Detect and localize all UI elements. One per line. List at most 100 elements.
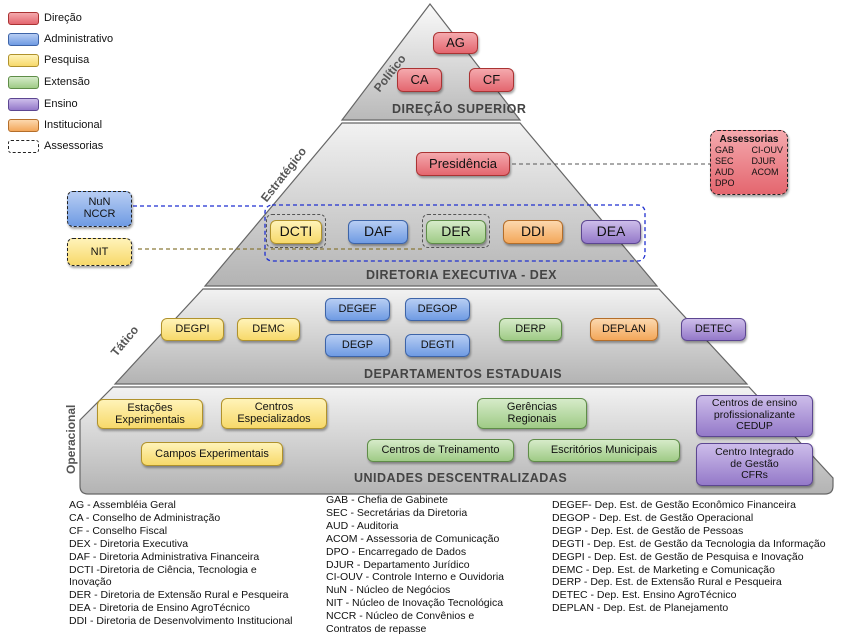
glossary-item: DEGP - Dep. Est. de Gestão de Pessoas	[552, 524, 744, 537]
derp-box[interactable]: DERP	[499, 318, 562, 341]
assessorias-box[interactable]: Assessorias GAB SEC AUD DPO CI-OUV DJUR …	[710, 130, 788, 195]
glossary-item: DETEC - Dep. Est. Ensino AgroTécnico	[552, 589, 737, 602]
dea-box[interactable]: DEA	[581, 220, 641, 244]
legend-label: Ensino	[44, 98, 78, 110]
dcti-assessoria-outline	[266, 214, 326, 248]
section-title-dex: DIRETORIA EXECUTIVA - DEX	[366, 268, 557, 282]
glossary-col1: AG - Assembléia Geral CA - Conselho de A…	[69, 499, 293, 628]
glossary-item: DEX - Diretoria Executiva	[69, 537, 189, 550]
assessorias-title: Assessorias	[719, 134, 779, 145]
section-title-departamentos: DEPARTAMENTOS ESTADUAIS	[364, 367, 563, 381]
glossary-item: CA - Conselho de Administração	[69, 511, 221, 524]
legend-label: Assessorias	[44, 140, 104, 152]
ddi-box[interactable]: DDI	[503, 220, 563, 244]
assessoria-gab: GAB	[715, 145, 735, 155]
campos-experimentais-box[interactable]: Campos Experimentais	[141, 442, 283, 466]
glossary-item: DPO - Encarregado de Dados	[326, 545, 467, 558]
escritorios-municipais-box[interactable]: Escritórios Municipais	[528, 439, 680, 462]
nun-label: NuN	[88, 196, 111, 208]
legend-swatch	[8, 11, 39, 25]
glossary-item: DEA - Diretoria de Ensino AgroTécnico	[69, 602, 250, 615]
nun-nccr-box[interactable]: NuN NCCR	[67, 191, 132, 227]
degef-box[interactable]: DEGEF	[325, 298, 390, 321]
glossary-item: AG - Assembléia Geral	[69, 499, 176, 511]
degpi-box[interactable]: DEGPI	[161, 318, 224, 341]
gerencias-regionais-box[interactable]: Gerências Regionais	[477, 398, 587, 429]
der-box[interactable]: DER	[426, 220, 486, 244]
centros-esp-line1: Centros	[254, 401, 294, 413]
degti-box[interactable]: DEGTI	[405, 334, 470, 357]
presidencia-box[interactable]: Presidência	[416, 152, 510, 176]
glossary-item: ACOM - Assessoria de Comunicação	[326, 532, 500, 545]
estacoes-line1: Estações	[127, 402, 173, 414]
glossary-item: NIT - Núcleo de Inovação Tecnológica	[326, 597, 504, 610]
legend-swatch	[8, 75, 39, 89]
estacoes-line2: Experimentais	[115, 414, 185, 427]
cedup-line1: Centros de ensino	[711, 397, 798, 409]
glossary-item: DDI - Diretoria de Desenvolvimento Insti…	[69, 615, 293, 628]
nccr-label: NCCR	[83, 208, 116, 221]
cedup-line2: profissionalizante	[713, 408, 796, 421]
glossary-item: DEGOP - Dep. Est. de Gestão Operacional	[552, 511, 754, 524]
glossary-item: NCCR - Núcleo de Convênios e	[326, 610, 475, 623]
assessoria-djur: DJUR	[751, 156, 776, 166]
nit-box[interactable]: NIT	[67, 238, 132, 266]
glossary-col3: DEGEF- Dep. Est. de Gestão Econômico Fin…	[552, 499, 826, 615]
glossary-item: DEMC - Dep. Est. de Marketing e Comunica…	[552, 563, 775, 576]
glossary-item: DEGPI - Dep. Est. de Gestão de Pesquisa …	[552, 550, 804, 563]
gerencias-line1: Gerências	[506, 401, 558, 413]
section-title-direcao: DIREÇÃO SUPERIOR	[392, 102, 527, 116]
assessoria-dpo: DPO	[715, 178, 735, 188]
cfrs-box[interactable]: Centro Integrado de Gestão CFRs	[696, 443, 813, 486]
centros-especializados-box[interactable]: Centros Especializados	[221, 398, 327, 429]
assessoria-acom: ACOM	[751, 167, 779, 177]
centros-esp-line2: Especializados	[237, 413, 311, 426]
cfrs-line3: CFRs	[741, 469, 768, 482]
assessorias-col1: GAB SEC AUD DPO	[715, 145, 735, 189]
glossary-item: NuN - Núcleo de Negócios	[326, 584, 451, 597]
glossary-item: CI-OUV - Controle Interno e Ouvidoria	[326, 571, 504, 584]
deplan-box[interactable]: DEPLAN	[590, 318, 658, 341]
glossary-item: Inovação	[69, 576, 112, 589]
legend-item-extensao: Extensão	[8, 75, 90, 89]
cf-box[interactable]: CF	[469, 68, 514, 92]
assessoria-ci-ouv: CI-OUV	[751, 145, 784, 155]
cedup-box[interactable]: Centros de ensino profissionalizante CED…	[696, 395, 813, 437]
glossary-item: DEGEF- Dep. Est. de Gestão Econômico Fin…	[552, 499, 796, 511]
glossary-item: DCTI -Diretoria de Ciência, Tecnologia e	[69, 563, 257, 576]
legend-swatch	[8, 118, 39, 132]
glossary-item: DERP - Dep. Est. de Extensão Rural e Pes…	[552, 576, 782, 589]
estacoes-experimentais-box[interactable]: Estações Experimentais	[97, 399, 203, 429]
daf-box[interactable]: DAF	[348, 220, 408, 244]
glossary-item: DEGTI - Dep. Est. de Gestão da Tecnologi…	[552, 537, 826, 550]
glossary-item: SEC - Secretárias da Diretoria	[326, 506, 468, 519]
legend-swatch	[8, 97, 39, 111]
legend-item-assessorias: Assessorias	[8, 139, 103, 153]
gerencias-line2: Regionais	[507, 413, 557, 426]
legend-swatch	[8, 32, 39, 46]
legend-item-direcao: Direção	[8, 11, 82, 25]
assessorias-list: GAB SEC AUD DPO CI-OUV DJUR ACOM	[715, 145, 783, 189]
legend-label: Pesquisa	[44, 54, 90, 66]
glossary-item: GAB - Chefia de Gabinete	[326, 494, 448, 506]
degop-box[interactable]: DEGOP	[405, 298, 470, 321]
glossary-item: AUD - Auditoria	[326, 519, 399, 532]
legend-label: Institucional	[44, 119, 103, 131]
glossary-item: CF - Conselho Fiscal	[69, 524, 168, 537]
dcti-box[interactable]: DCTI	[270, 220, 322, 244]
legend-item-pesquisa: Pesquisa	[8, 53, 89, 67]
glossary-item: DER - Diretoria de Extensão Rural e Pesq…	[69, 589, 289, 602]
legend-swatch	[8, 53, 39, 67]
legend-swatch	[8, 139, 39, 153]
demc-box[interactable]: DEMC	[237, 318, 300, 341]
assessoria-aud: AUD	[715, 167, 735, 177]
degp-box[interactable]: DEGP	[325, 334, 390, 357]
ca-box[interactable]: CA	[397, 68, 442, 92]
detec-box[interactable]: DETEC	[681, 318, 746, 341]
cfrs-line2: de Gestão	[730, 457, 779, 470]
ag-box[interactable]: AG	[433, 32, 478, 54]
legend-item-institucional: Institucional	[8, 118, 102, 132]
centros-treinamento-box[interactable]: Centros de Treinamento	[367, 439, 514, 462]
legend-item-ensino: Ensino	[8, 97, 78, 111]
glossary-col2: GAB - Chefia de Gabinete SEC - Secretári…	[326, 494, 504, 636]
